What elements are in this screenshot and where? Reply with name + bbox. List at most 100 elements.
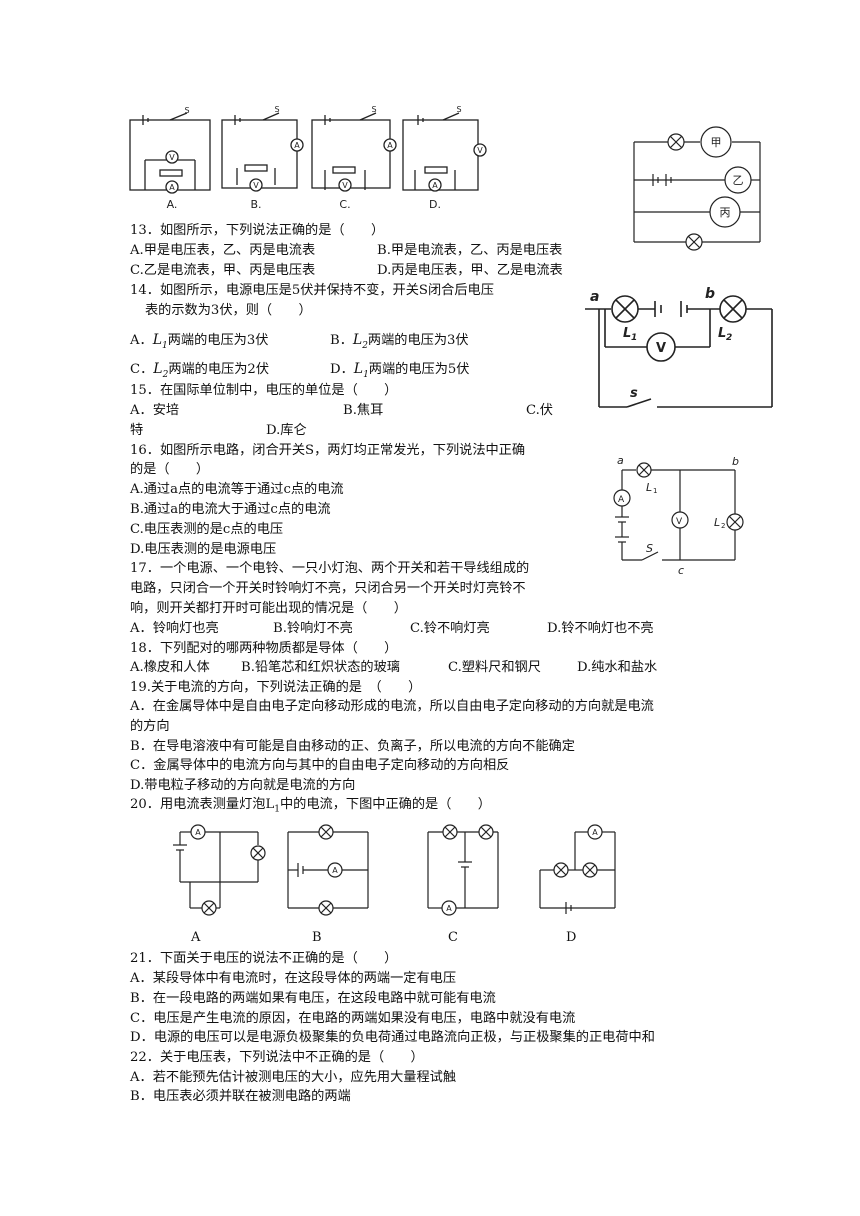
fig-label-b: B. (250, 198, 261, 211)
q17-stem-line3: 响，则开关都打开时可能出现的情况是（ ） (130, 601, 407, 616)
q17-opt-d: D.铃不响灯也不亮 (547, 621, 654, 636)
q16-label-l1-sub: 1 (653, 487, 657, 495)
q13-label-jia: 甲 (711, 136, 722, 149)
q21-opt-a: A．某段导体中有电流时，在这段导体的两端一定有电压 (130, 971, 457, 986)
q21-stem: 21．下面关于电压的说法不正确的是（ ） (130, 951, 398, 966)
q14-label-l1: L (623, 326, 631, 341)
q16-opt-d: D.电压表测的是电源电压 (130, 542, 277, 557)
q15-options-line2: 特 D.库仑 (130, 422, 307, 440)
q19-stem: 19.关于电流的方向，下列说法正确的是 （ ） (130, 680, 422, 695)
meter-a-b: A (294, 141, 300, 150)
q16-label-l2-sub: 2 (721, 522, 725, 530)
q16-figure: a b c L 1 L 2 A V S (613, 454, 744, 577)
q15-opt-c-cont: 特 (130, 423, 144, 438)
q16-label-l2: L (714, 516, 720, 529)
q13-options-ab: A.甲是电压表，乙、丙是电流表 B.甲是电流表，乙、丙是电压表 (130, 242, 562, 260)
q14-figure: a b L 1 L 2 V s (585, 286, 773, 408)
q15-options-line1: A．安培 B.焦耳 C.伏 (130, 402, 553, 420)
q14-stem-line2: 表的示数为3伏，则（ ） (145, 303, 312, 318)
q20-caption-b: B (312, 930, 322, 945)
meter-a-c: A (387, 141, 393, 150)
q14-label-l1-sub: 1 (631, 333, 637, 343)
q16-opt-b: B.通过a的电流大于通过c点的电流 (130, 502, 331, 517)
q18-stem: 18．下列配对的哪两种物质都是导体（ ） (130, 641, 398, 656)
q17-stem-line2: 电路，只闭合一个开关时铃响灯不亮，只闭合另一个开关时灯亮铃不 (130, 581, 526, 596)
q15-stem: 15．在国际单位制中，电压的单位是（ ） (130, 383, 398, 398)
q16-label-b: b (732, 455, 739, 468)
q16-label-c: c (678, 564, 684, 577)
q15-opt-b: B.焦耳 (343, 403, 384, 418)
q22-opt-a: A．若不能预先估计被测电压的大小，应先用大量程试触 (130, 1070, 457, 1085)
q16-stem-line1: 16．如图所示电路，闭合开关S，两灯均正常发光，下列说法中正确 (130, 443, 526, 458)
q16-label-l1: L (646, 481, 652, 494)
q16-label-a: a (617, 454, 624, 467)
q21-opt-b: B．在一段电路的两端如果有电压，在这段电路中就可能有电流 (130, 991, 496, 1006)
fig-label-c: C. (339, 198, 350, 211)
q17-options: A．铃响灯也亮 B.铃响灯不亮 C.铃不响灯亮 D.铃不响灯也不亮 (130, 620, 654, 638)
meter-v-b: V (253, 181, 259, 190)
q13-opt-d: D.丙是电压表，甲、乙是电流表 (377, 263, 563, 278)
q17-opt-a: A．铃响灯也亮 (130, 621, 219, 636)
q14-label-l2-sub: 2 (726, 333, 732, 343)
meter-v-a: V (169, 153, 175, 162)
q20a-ammeter: A (195, 828, 201, 837)
q15-opt-d: D.库仑 (266, 423, 307, 438)
switch-b: S (274, 105, 279, 114)
switch-d: S (456, 105, 461, 114)
q14-opt-b: B．L2两端的电压为3伏 (330, 332, 469, 351)
q21-opt-c: C．电压是产生电流的原因，在电路的两端如果没有电压，电路中就没有电流 (130, 1011, 576, 1026)
l2-symbol: L2 (352, 332, 368, 351)
meter-a-d: A (432, 181, 438, 190)
q16-opt-a: A.通过a点的电流等于通过c点的电流 (130, 482, 344, 497)
q20b-ammeter: A (332, 866, 338, 875)
q16-label-switch: S (646, 542, 653, 555)
q14-options-ab: A．L1两端的电压为3伏 B．L2两端的电压为3伏 (130, 331, 469, 355)
q19-opt-a-line1: A．在金属导体中是自由电子定向移动形成的电流，所以自由电子定向移动的方向就是电流 (130, 699, 654, 714)
q14-stem-line1: 14．如图所示，电源电压是5伏并保持不变，开关S闭合后电压 (130, 283, 494, 298)
q15-opt-a: A．安培 (130, 403, 180, 418)
meter-a-a: A (169, 183, 175, 192)
q18-options: A.橡皮和人体 B.铅笔芯和红炽状态的玻璃 C.塑料尺和钢尺 D.纯水和盐水 (130, 659, 657, 677)
q16-label-voltmeter: V (676, 517, 683, 527)
l1-symbol: L1 (152, 332, 168, 351)
q19-opt-a-line2: 的方向 (130, 719, 170, 734)
q13-options-cd: C.乙是电流表，甲、丙是电压表 D.丙是电压表，甲、乙是电流表 (130, 262, 563, 280)
q14-options-cd: C．L2两端的电压为2伏 D．L1两端的电压为5伏 (130, 360, 470, 384)
q19-opt-b: B．在导电溶液中有可能是自由移动的正、负离子，所以电流的方向不能确定 (130, 739, 575, 754)
q14-label-a: a (590, 289, 599, 305)
q16-opt-c: C.电压表测的是c点的电压 (130, 522, 284, 537)
q20c-ammeter: A (446, 904, 452, 913)
q14-opt-a: A．L1两端的电压为3伏 (130, 332, 269, 351)
q14-opt-c: C．L2两端的电压为2伏 (130, 361, 270, 380)
q19-opt-d: D.带电粒子移动的方向就是电流的方向 (130, 778, 356, 793)
q18-opt-a: A.橡皮和人体 (130, 660, 210, 675)
q13-opt-b: B.甲是电流表，乙、丙是电压表 (377, 243, 563, 258)
switch-c: S (371, 105, 376, 114)
q20-caption-c: C (448, 930, 458, 945)
q16-stem-line2: 的是（ ） (130, 462, 210, 477)
fig-label-d: D. (429, 198, 441, 211)
q20d-ammeter: A (592, 828, 598, 837)
q13-opt-c: C.乙是电流表，甲、丙是电压表 (130, 263, 316, 278)
l2-symbol: L2 (153, 361, 169, 380)
q14-label-b: b (705, 286, 715, 302)
q17-stem-line1: 17．一个电源、一个电铃、一只小灯泡、两个开关和若干导线组成的 (130, 561, 530, 576)
q15-opt-c: C.伏 (526, 403, 553, 418)
q17-opt-b: B.铃响灯不亮 (273, 621, 353, 636)
q13-stem: 13．如图所示，下列说法正确的是（ ） (130, 223, 385, 238)
q14-label-s: s (630, 386, 638, 401)
q18-opt-d: D.纯水和盐水 (577, 660, 658, 675)
switch-a: S (184, 106, 189, 115)
q18-opt-b: B.铅笔芯和红炽状态的玻璃 (241, 660, 400, 675)
q22-opt-b: B．电压表必须并联在被测电路的两端 (130, 1089, 351, 1104)
fig-label-a: A. (167, 198, 178, 211)
q13-figure: 甲 乙 丙 (633, 126, 761, 251)
meter-v-d: V (477, 146, 483, 155)
q16-label-ammeter: A (618, 495, 625, 505)
l1-symbol: L1 (353, 361, 369, 380)
meter-v-c: V (342, 181, 348, 190)
q14-opt-d: D．L1两端的电压为5伏 (330, 361, 470, 380)
q19-opt-c: C．金属导体中的电流方向与其中的自由电子定向移动的方向相反 (130, 758, 510, 773)
q14-label-l2: L (718, 326, 726, 341)
q22-stem: 22．关于电压表，下列说法中不正确的是（ ） (130, 1050, 424, 1065)
